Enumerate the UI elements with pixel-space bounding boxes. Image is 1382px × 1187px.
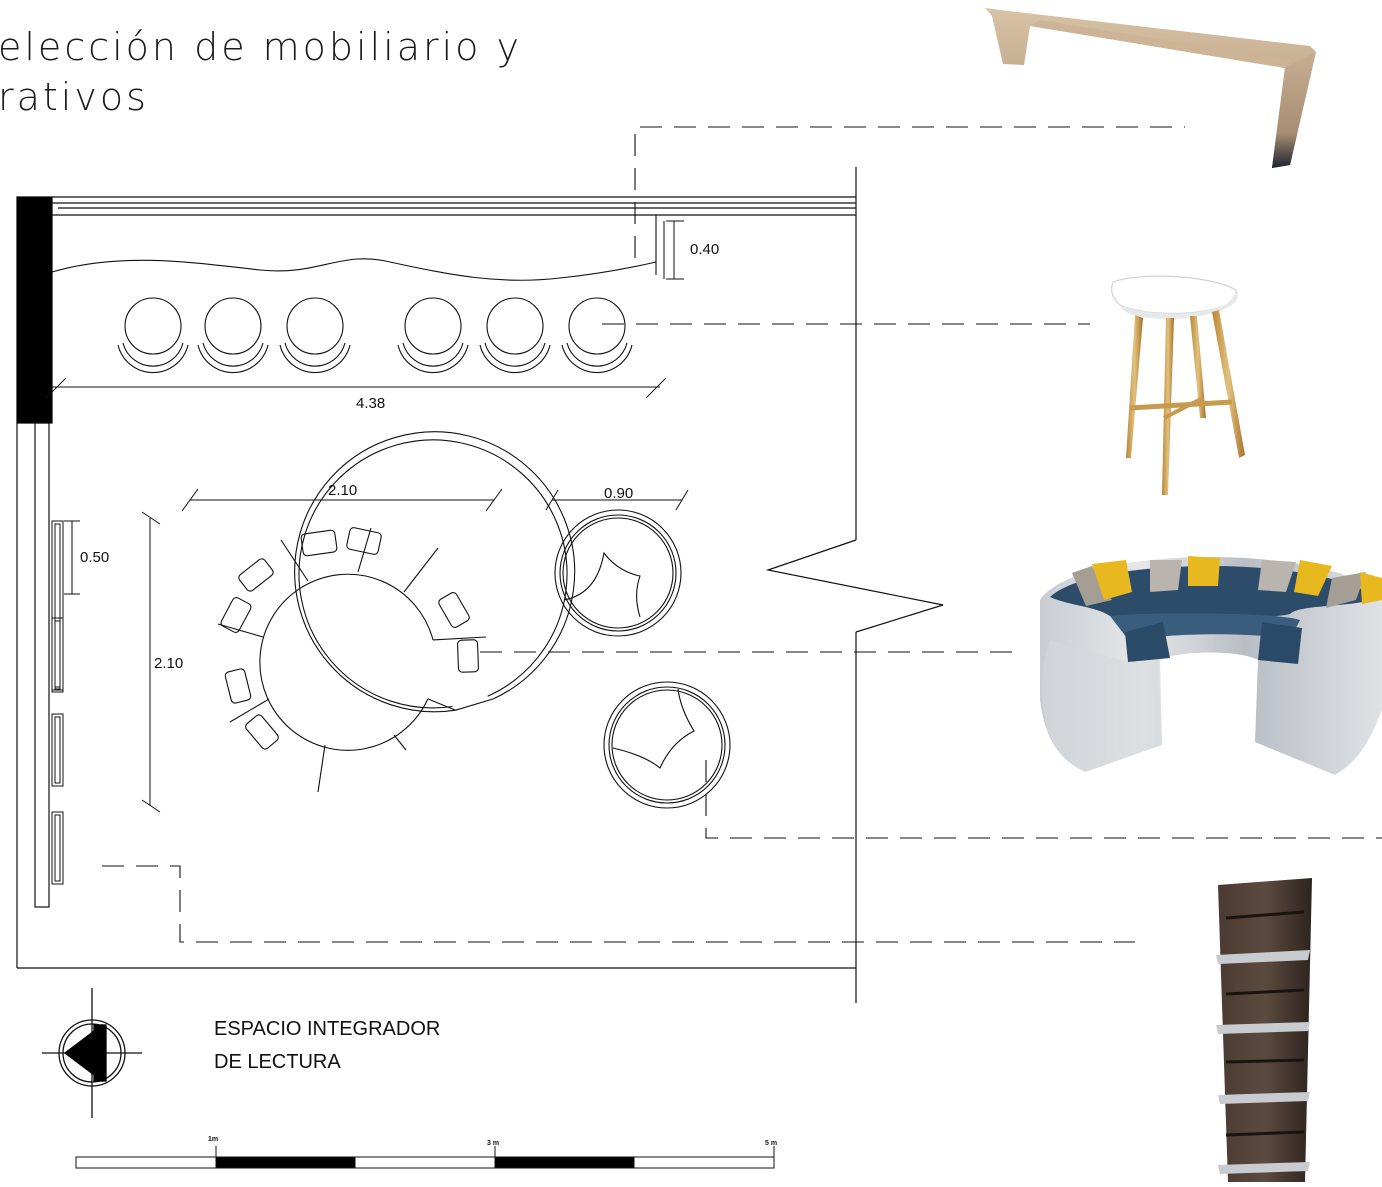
scale-bar (75, 1146, 775, 1169)
plan-caption: ESPACIO INTEGRADOR DE LECTURA (214, 1013, 440, 1079)
round-table (603, 681, 731, 809)
scale-label-1m: 1m (208, 1136, 218, 1143)
page-title-line-1: elección de mobiliario y (0, 25, 522, 69)
left-wall-panel (34, 422, 50, 908)
dimension-2-10-horizontal (181, 488, 503, 512)
dimension-4-38 (45, 377, 667, 399)
bookshelf-render-image (1216, 878, 1312, 1182)
dimension-label-2-10-vertical: 2.10 (154, 655, 183, 672)
shelf-plan (51, 811, 64, 885)
black-column (16, 196, 53, 424)
curved-sofa-plan (217, 431, 576, 793)
stool (117, 297, 189, 374)
page-title: elección de mobiliario y rativos (0, 22, 522, 122)
stool (397, 297, 469, 374)
dimension-label-0-90: 0.90 (604, 485, 633, 502)
stool (479, 297, 551, 374)
dimension-label-0-50: 0.50 (80, 549, 109, 566)
scale-label-3m: 3 m (487, 1140, 499, 1147)
shelf-plan (51, 713, 64, 787)
wavy-counter-edge (51, 258, 657, 281)
sofa-render-image (1040, 556, 1382, 775)
wall-shelves (51, 520, 64, 885)
shelf-plan (51, 520, 64, 693)
dimension-0-90 (545, 489, 689, 511)
break-line (765, 539, 944, 633)
plan-caption-line-2: DE LECTURA (214, 1051, 341, 1073)
dimension-label-0-40: 0.40 (690, 241, 719, 258)
dimension-0-50 (64, 520, 80, 595)
dimension-label-4-38: 4.38 (356, 395, 385, 412)
stool (197, 297, 269, 374)
shelf-plan (51, 617, 64, 691)
north-arrow-icon (42, 988, 142, 1118)
stool (279, 297, 351, 374)
stool (561, 297, 633, 374)
scale-label-5m: 5 m (765, 1140, 777, 1147)
counter-render-image (985, 8, 1316, 168)
plan-caption-line-1: ESPACIO INTEGRADOR (214, 1018, 441, 1040)
stool-render-image (1111, 275, 1245, 495)
walls (16, 167, 857, 1003)
dimension-label-2-10-horizontal: 2.10 (328, 482, 357, 499)
dimension-0-40 (666, 220, 684, 280)
round-table (554, 509, 682, 637)
stools (117, 297, 633, 374)
reference-lines (102, 126, 1382, 943)
page-title-line-2: rativos (0, 75, 149, 119)
dimension-2-10-vertical (141, 511, 161, 813)
